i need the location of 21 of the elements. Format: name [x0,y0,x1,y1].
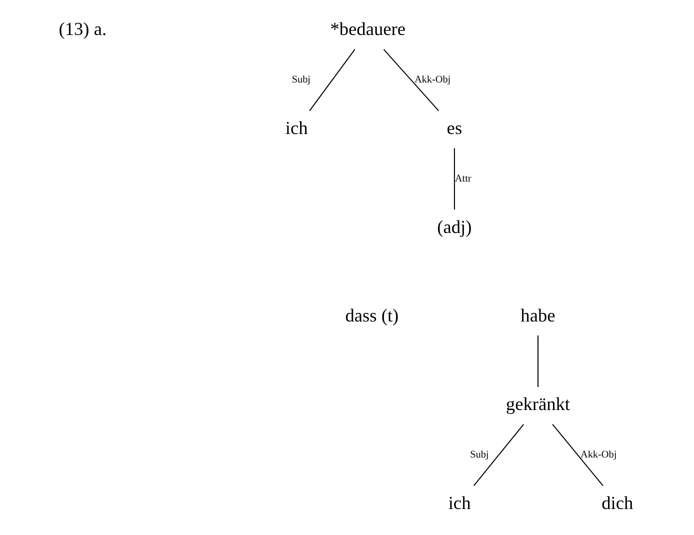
connector [552,424,603,486]
edge-label: Akk-Obj [580,449,616,460]
connector [536,335,538,387]
node-text: gekränkt [505,394,570,414]
connector [472,424,524,486]
node-text: dich [601,492,633,513]
edge-label: Attr [454,173,471,184]
node-text: ich [448,492,470,513]
node-text: es [446,118,462,138]
label: (13) a. [58,19,106,40]
node-text: (adj) [436,216,472,237]
node-text: ich [284,118,308,138]
connector [453,148,454,210]
node-text: *bedauere [330,19,406,40]
edge-label: Subj [470,449,488,460]
node-text: habe [520,305,555,326]
edge-label: Subj [291,74,310,86]
edge-label: Akk-Obj [414,74,450,86]
connector [308,49,355,112]
connector [382,49,439,112]
node-text: dass (t) [344,305,398,326]
